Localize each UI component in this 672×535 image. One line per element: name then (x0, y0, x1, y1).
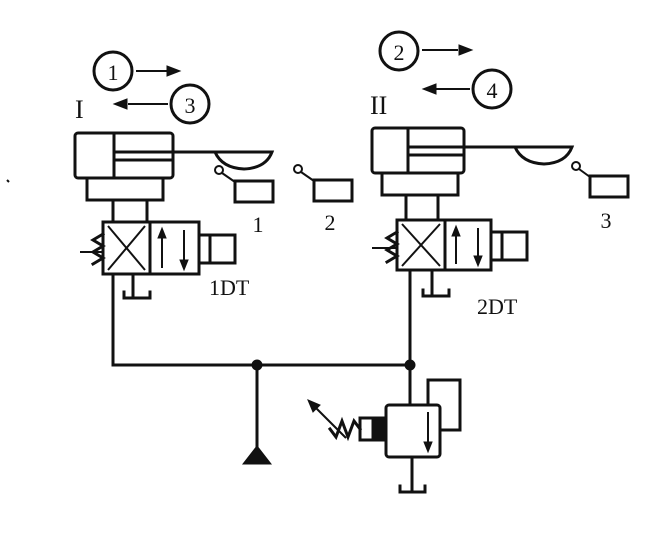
arrow-right-icon (166, 65, 182, 77)
limit-switch-2-label: 2 (325, 210, 336, 235)
relief-valve (307, 378, 462, 494)
cylinder-2-label: II (370, 91, 387, 120)
directional-valve-2: 2DT (372, 218, 529, 319)
directional-valve-1: 1DT (80, 220, 250, 300)
cam-block-2 (512, 145, 575, 166)
step-3-label: 3 (185, 93, 196, 118)
step-3-indicator: 3 (112, 83, 211, 125)
spring-icon (90, 231, 106, 267)
pressure-lines (111, 268, 416, 450)
solenoid-2-label: 2DT (477, 294, 518, 319)
solenoid-1-label: 1DT (209, 275, 250, 300)
limit-switch-1-label: 1 (253, 212, 264, 237)
limit-switch-3-label: 3 (601, 208, 612, 233)
cam-block-1 (212, 150, 275, 171)
step-2-label: 2 (394, 40, 405, 65)
cylinder-1 (73, 131, 217, 224)
limit-switch-2: 2 (293, 164, 354, 235)
solenoid-1-icon (197, 233, 237, 265)
step-1-label: 1 (108, 60, 119, 85)
arrow-right-icon (458, 44, 474, 56)
spring-icon (327, 416, 363, 442)
step-4-label: 4 (487, 78, 498, 103)
limit-switch-1: 1 (214, 165, 275, 237)
step-4-indicator: 4 (421, 68, 513, 110)
scan-speck (6, 179, 10, 183)
arrow-left-icon (112, 98, 128, 110)
step-1-indicator: 1 (92, 50, 182, 92)
relief-valve-icon (384, 403, 442, 459)
cylinder-2 (370, 126, 517, 222)
solenoid-2-icon (489, 230, 529, 262)
limit-switch-3: 3 (571, 161, 630, 233)
cylinder-1-label: I (75, 95, 84, 124)
pump-triangle-icon (241, 445, 273, 465)
arrow-left-icon (421, 83, 437, 95)
step-2-indicator: 2 (378, 30, 474, 72)
